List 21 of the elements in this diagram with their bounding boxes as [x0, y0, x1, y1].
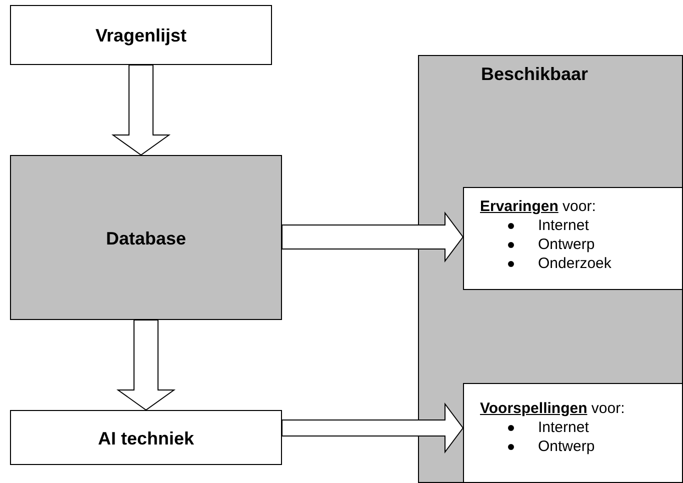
panel-title: Beschikbaar	[481, 64, 588, 85]
block-arrow	[111, 64, 171, 156]
list-heading: Ervaringen voor:	[480, 198, 596, 215]
panel-box	[418, 55, 683, 483]
list-item: Ontwerp	[538, 438, 595, 455]
process-box	[10, 410, 282, 465]
block-arrow	[116, 320, 176, 411]
list-item: Internet	[538, 419, 589, 436]
box-label: AI techniek	[98, 428, 194, 449]
database-box	[10, 155, 282, 320]
output-box	[463, 187, 683, 290]
list-item: Internet	[538, 217, 589, 234]
box-label: Database	[106, 228, 186, 249]
block-arrow	[282, 402, 464, 454]
process-box	[10, 5, 272, 65]
block-arrow	[282, 212, 464, 262]
list-heading: Voorspellingen voor:	[480, 400, 625, 417]
box-label: Vragenlijst	[95, 26, 187, 46]
list-item: Ontwerp	[538, 236, 595, 253]
output-box	[463, 383, 683, 483]
list-item: Onderzoek	[538, 255, 612, 272]
